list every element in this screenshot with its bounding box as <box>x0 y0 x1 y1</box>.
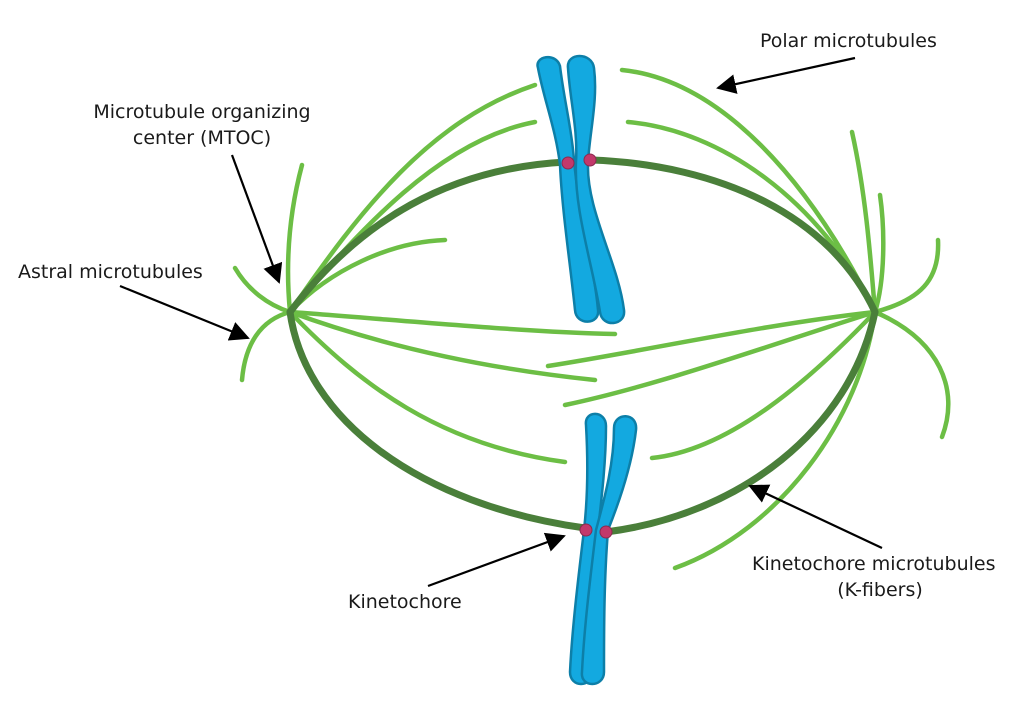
arrow-mtoc <box>230 154 283 284</box>
astral-fiber <box>872 192 886 315</box>
chromatid <box>566 54 626 325</box>
astral-fiber <box>232 265 293 315</box>
astral-fiber <box>849 129 878 315</box>
k-fiber-lower-right <box>602 308 879 536</box>
k-fiber-upper-left <box>286 158 570 316</box>
microtubule-fiber <box>672 309 878 571</box>
labels: Polar microtubules Microtubule organizin… <box>18 30 996 613</box>
arrow-astral <box>119 284 250 341</box>
microtubule-fiber <box>545 309 878 369</box>
chromatid <box>580 415 638 686</box>
astral-fiber <box>239 309 293 383</box>
arrow-kinetochore <box>427 532 566 588</box>
astral-fiber <box>872 237 941 315</box>
label-astral-microtubules: Astral microtubules <box>18 261 203 283</box>
kinetochore-dot <box>561 156 575 170</box>
microtubule-fiber <box>649 309 878 461</box>
astral-fiber <box>872 309 951 440</box>
lower-chromosome <box>568 412 638 686</box>
arrow-polar <box>716 56 856 94</box>
microtubule-fiber <box>287 309 618 337</box>
astral-fiber <box>285 162 305 315</box>
label-mtoc-line1: Microtubule organizing <box>93 101 310 123</box>
microtubule-fiber <box>625 119 878 315</box>
label-mtoc-line2: center (MTOC) <box>133 127 271 149</box>
kinetochore-dot <box>579 523 593 537</box>
microtubule-fiber <box>287 309 568 465</box>
microtubule-fiber <box>287 309 598 383</box>
upper-chromosome <box>536 54 626 325</box>
label-kfibers-line1: Kinetochore microtubules <box>752 553 996 575</box>
k-fiber-upper-right <box>588 156 879 316</box>
label-kinetochore: Kinetochore <box>348 591 462 613</box>
kinetochore-dot <box>583 153 597 167</box>
annotation-arrows <box>119 56 883 588</box>
arrow-kfibers <box>748 484 883 549</box>
kinetochore-dot <box>599 525 613 539</box>
k-fiber-lower-left <box>286 308 589 532</box>
kinetochore-microtubules <box>286 156 879 536</box>
microtubule-fiber <box>287 82 538 315</box>
label-polar-microtubules: Polar microtubules <box>760 30 937 52</box>
microtubule-fiber <box>562 309 878 408</box>
chromatid <box>536 56 600 323</box>
label-kfibers-line2: (K-fibers) <box>837 579 923 601</box>
